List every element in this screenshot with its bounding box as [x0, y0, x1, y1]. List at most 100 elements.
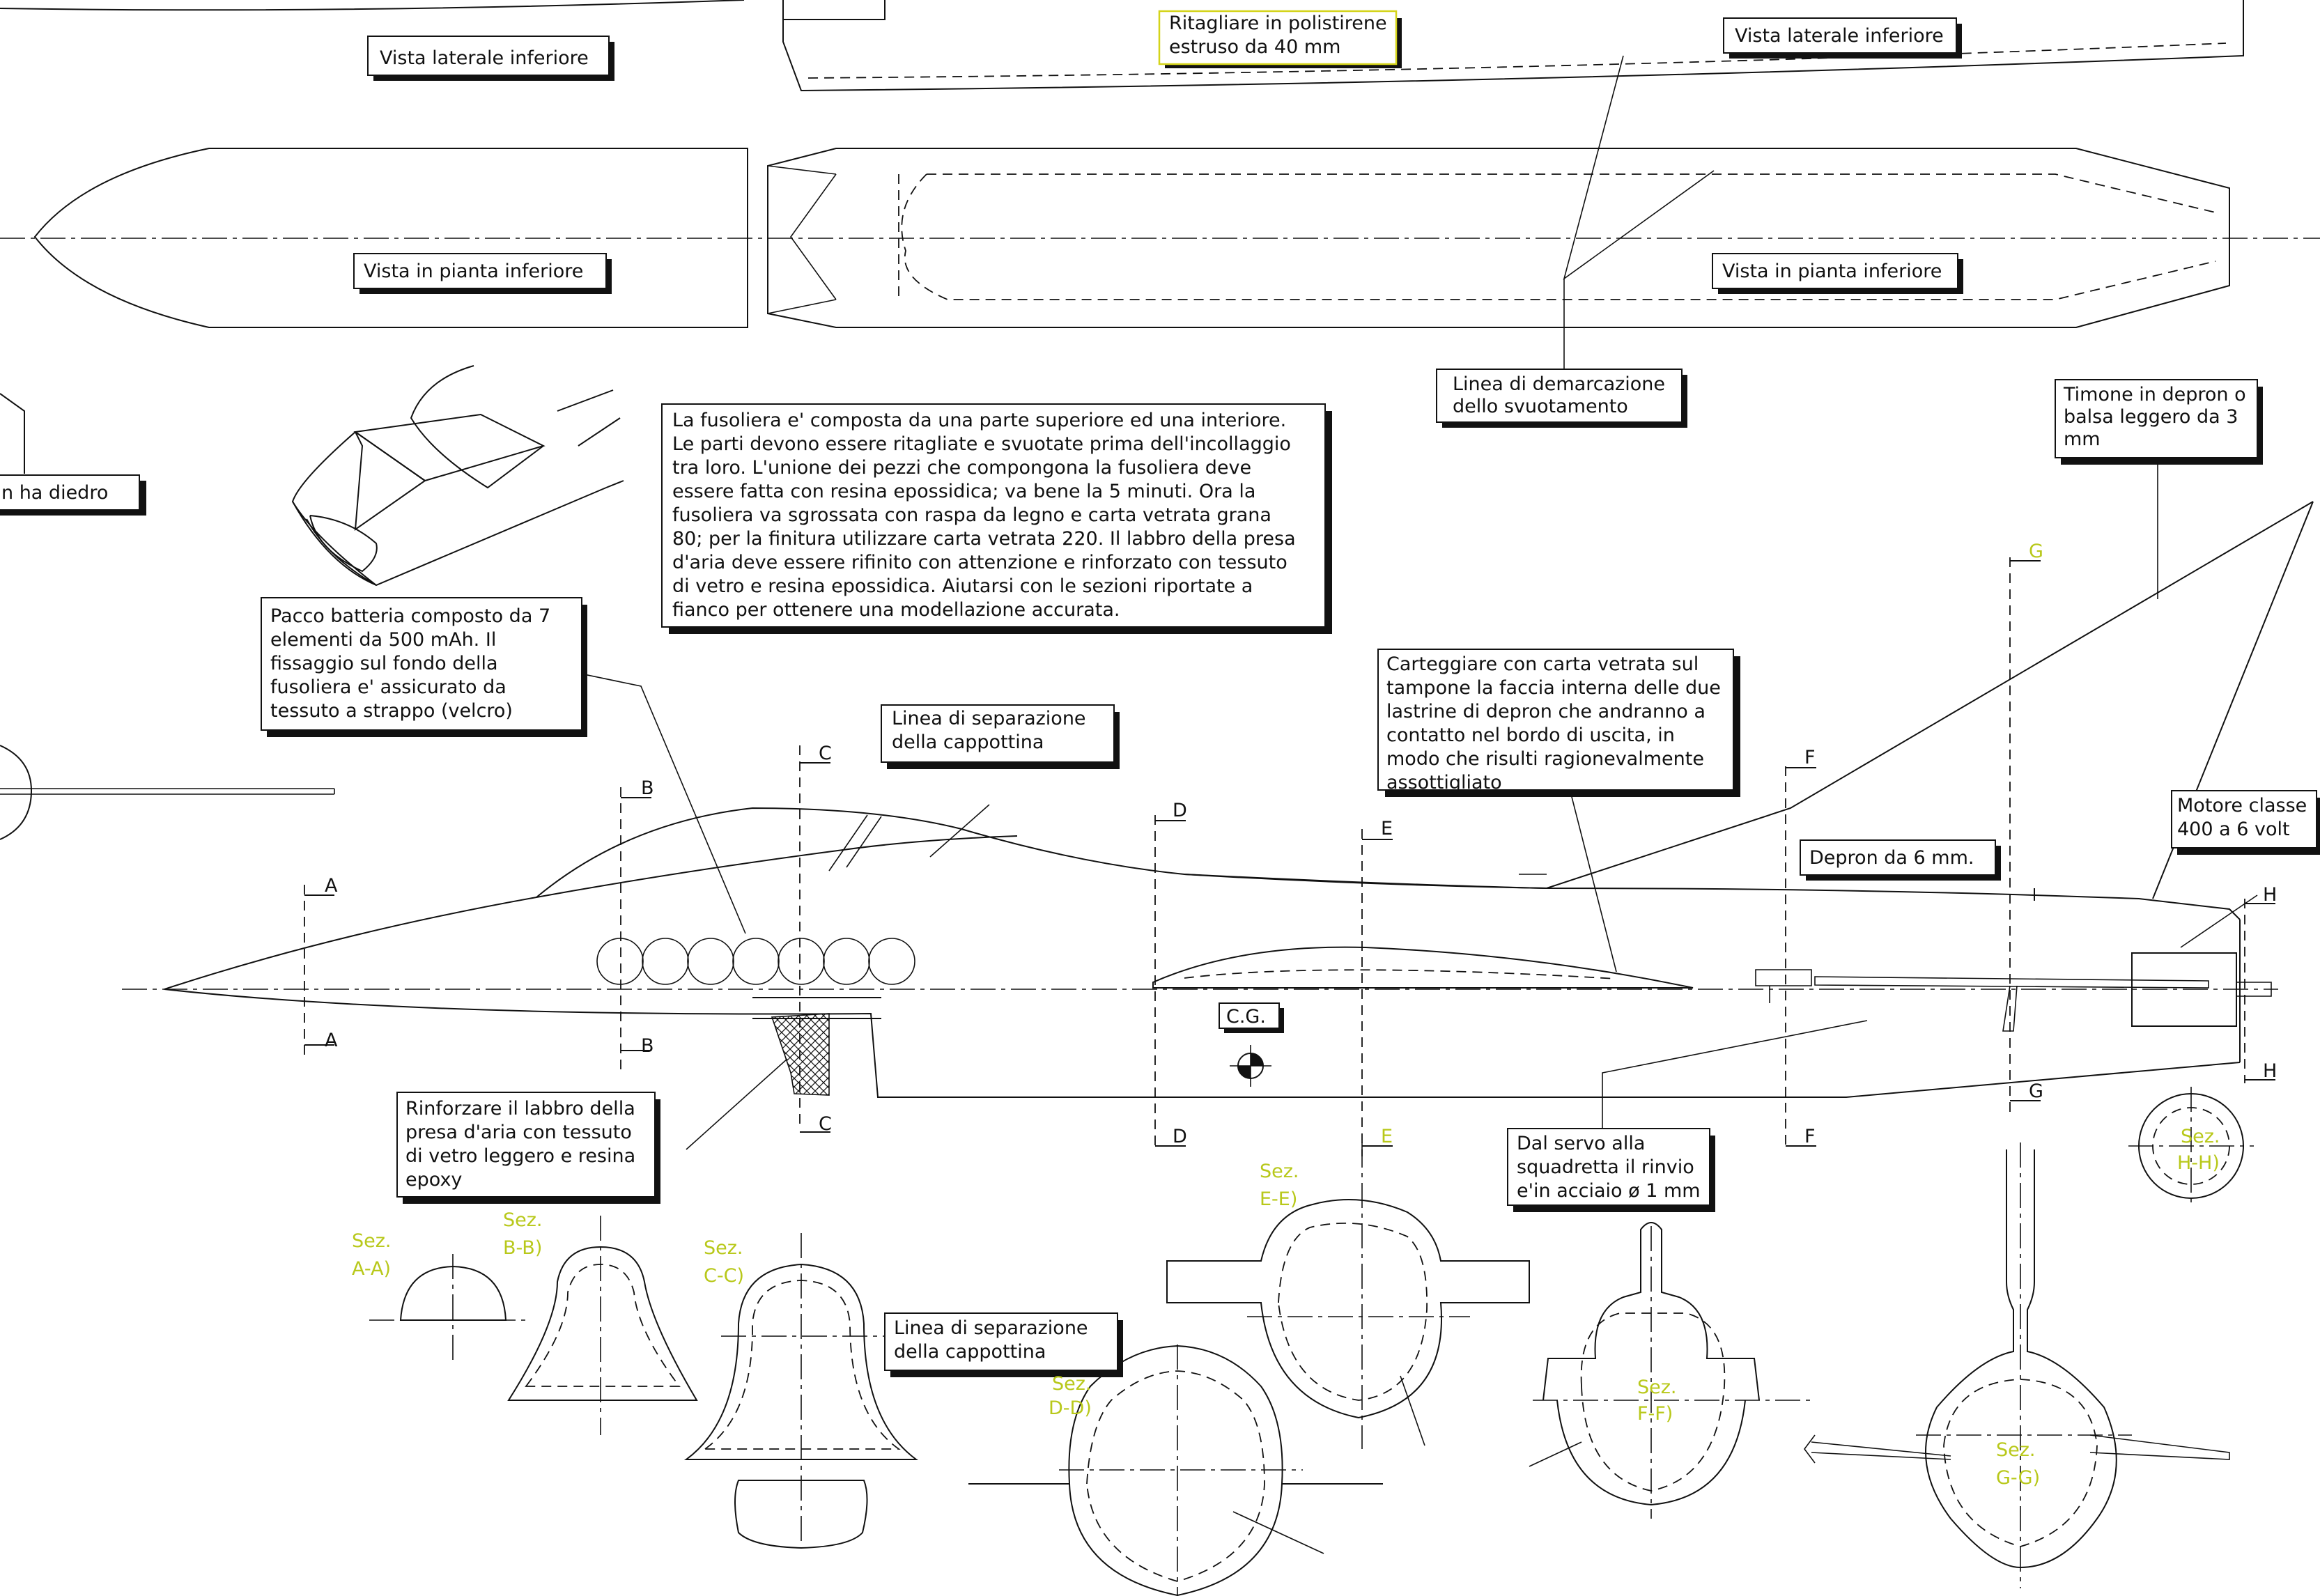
note-intake-line1: Rinforzare il labbro della	[405, 1098, 635, 1119]
note-fuselage-line9: fianco per ottenere una modellazione acc…	[672, 599, 1120, 621]
note-intake-line3: di vetro leggero e resina	[405, 1145, 635, 1167]
label-side-lower-right: Vista laterale inferiore	[1735, 25, 1944, 47]
note-sanding-line2: tampone la faccia interna delle due	[1386, 677, 1721, 699]
cut-planes	[304, 557, 2245, 1156]
note-rudder-line1: Timone in depron o	[2063, 384, 2246, 405]
note-depron: Depron da 6 mm.	[1809, 847, 1974, 869]
section-f-label-top: Sez.	[1637, 1377, 1677, 1398]
label-side-lower-left: Vista laterale inferiore	[380, 47, 589, 69]
motor	[2131, 952, 2237, 1027]
note-demarcation-line2: dello svuotamento	[1453, 396, 1628, 417]
section-c	[683, 1233, 919, 1549]
plan-view-lower-right	[767, 148, 2230, 328]
note-canopy-separation-2-line2: della cappottina	[894, 1341, 1046, 1363]
note-fuselage-line7: d'aria deve essere rifinito con attenzio…	[672, 552, 1287, 573]
section-e-label-bottom: E-E)	[1260, 1188, 1297, 1210]
note-canopy-separation-line2: della cappottina	[892, 731, 1044, 753]
marker-h-top: H	[2263, 884, 2277, 906]
note-intake-line4: epoxy	[405, 1169, 462, 1191]
section-b-label-bottom: B-B)	[503, 1237, 542, 1259]
side-view-lower-left	[0, 0, 745, 11]
note-rudder-line3: mm	[2064, 428, 2101, 450]
note-intake-line2: presa d'aria con tessuto	[405, 1122, 632, 1143]
marker-f-top: F	[1804, 747, 1816, 768]
section-d-label-bottom: D-D)	[1049, 1397, 1092, 1419]
note-fuselage-line5: fusoliera va sgrossata con raspa da legn…	[672, 504, 1271, 526]
note-motor-line2: 400 a 6 volt	[2177, 819, 2290, 840]
label-plan-lower-right: Vista in pianta inferiore	[1722, 261, 1942, 282]
marker-d-bottom: D	[1173, 1126, 1187, 1147]
note-demarcation-line1: Linea di demarcazione	[1453, 373, 1665, 395]
note-servo-line2: squadretta il rinvio	[1517, 1156, 1694, 1178]
left-fragment-rod	[0, 788, 335, 795]
note-fuselage-line6: 80; per la finitura utilizzare carta vet…	[672, 528, 1296, 550]
marker-a-bottom: A	[325, 1030, 338, 1051]
section-c-label-top: Sez.	[704, 1237, 743, 1259]
note-battery-line2: elementi da 500 mAh. Il	[270, 629, 496, 651]
section-g	[1804, 1142, 2230, 1588]
marker-c-top: C	[819, 743, 832, 764]
marker-a-top: A	[325, 875, 338, 897]
section-d	[968, 1345, 1383, 1596]
left-fragment-top	[0, 393, 25, 474]
marker-e-top: E	[1381, 818, 1393, 839]
marker-b-bottom: B	[641, 1035, 654, 1057]
note-sanding-line4: contatto nel bordo di uscita, in	[1386, 725, 1675, 746]
intake-perspective-sketch	[291, 365, 624, 587]
cg-label: C.G.	[1226, 1006, 1266, 1028]
section-e-label-top: Sez.	[1260, 1161, 1299, 1182]
note-sanding-line1: Carteggiare con carta vetrata sul	[1386, 653, 1699, 675]
section-f-label-bottom: F-F)	[1637, 1403, 1673, 1425]
note-sanding-line3: lastrine di depron che andranno a	[1386, 701, 1706, 722]
marker-d-top: D	[1173, 800, 1187, 821]
section-e	[1166, 1142, 1530, 1449]
section-h	[2128, 1087, 2254, 1205]
plan-view-lower-left	[33, 148, 748, 328]
note-sanding-line5: modo che risulti ragionevalmente	[1386, 748, 1704, 770]
note-fuselage-line1: La fusoliera e' composta da una parte su…	[672, 410, 1286, 431]
left-fragment-wheel	[0, 745, 33, 840]
section-a-label-bottom: A-A)	[352, 1258, 391, 1280]
section-b-label-top: Sez.	[503, 1209, 543, 1231]
section-a-label-top: Sez.	[352, 1230, 392, 1252]
marker-g-bottom: G	[2029, 1080, 2043, 1102]
note-canopy-separation-2-line1: Linea di separazione	[894, 1317, 1088, 1339]
note-battery-line4: fusoliera e' assicurato da	[270, 676, 506, 698]
side-view-lower-right	[782, 0, 2244, 92]
section-g-label-top: Sez.	[1996, 1439, 2036, 1461]
note-sanding-line6: assottigliato	[1386, 772, 1502, 793]
note-canopy-separation-line1: Linea di separazione	[892, 708, 1086, 729]
section-markers	[304, 560, 2275, 1147]
marker-g-top: G	[2029, 541, 2043, 562]
note-battery-line1: Pacco batteria composto da 7	[270, 605, 550, 627]
cg-symbol	[1230, 1045, 1271, 1087]
note-motor-line1: Motore classe	[2177, 795, 2307, 816]
section-g-label-bottom: G-G)	[1996, 1467, 2040, 1489]
note-dihedral: n ha diedro	[1, 482, 108, 504]
note-battery-line5: tessuto a strappo (velcro)	[270, 700, 513, 722]
note-polystyrene-line1: Ritagliare in polistirene	[1169, 13, 1387, 34]
note-battery-line3: fissaggio sul fondo della	[270, 653, 498, 674]
section-b	[507, 1216, 698, 1435]
marker-e-bottom: E	[1381, 1126, 1393, 1147]
note-polystyrene-line2: estruso da 40 mm	[1169, 36, 1340, 58]
section-a	[369, 1254, 529, 1365]
section-h-label-top: Sez.	[2181, 1126, 2220, 1147]
battery-cells	[596, 938, 915, 985]
note-fuselage-line2: Le parti devono essere ritagliate e svuo…	[672, 433, 1291, 455]
section-h-label-bottom: H-H)	[2177, 1152, 2220, 1174]
marker-b-top: B	[641, 777, 654, 799]
section-c-label-bottom: C-C)	[704, 1265, 744, 1287]
marker-c-bottom: C	[819, 1113, 832, 1135]
section-f	[1529, 1222, 1811, 1519]
marker-h-bottom: H	[2263, 1060, 2277, 1082]
note-rudder-line2: balsa leggero da 3	[2064, 406, 2238, 428]
note-fuselage-line3: tra loro. L'unione dei pezzi che compong…	[672, 457, 1251, 479]
fuselage-side-view	[122, 501, 2314, 1099]
section-d-label-top: Sez.	[1052, 1373, 1092, 1395]
note-fuselage-line8: di vetro e resina epossidica. Aiutarsi c…	[672, 575, 1253, 597]
label-plan-lower-left: Vista in pianta inferiore	[364, 261, 583, 282]
marker-f-bottom: F	[1804, 1126, 1816, 1147]
note-servo-line1: Dal servo alla	[1517, 1133, 1645, 1154]
note-fuselage-line4: essere fatta con resina epossidica; va b…	[672, 481, 1255, 502]
